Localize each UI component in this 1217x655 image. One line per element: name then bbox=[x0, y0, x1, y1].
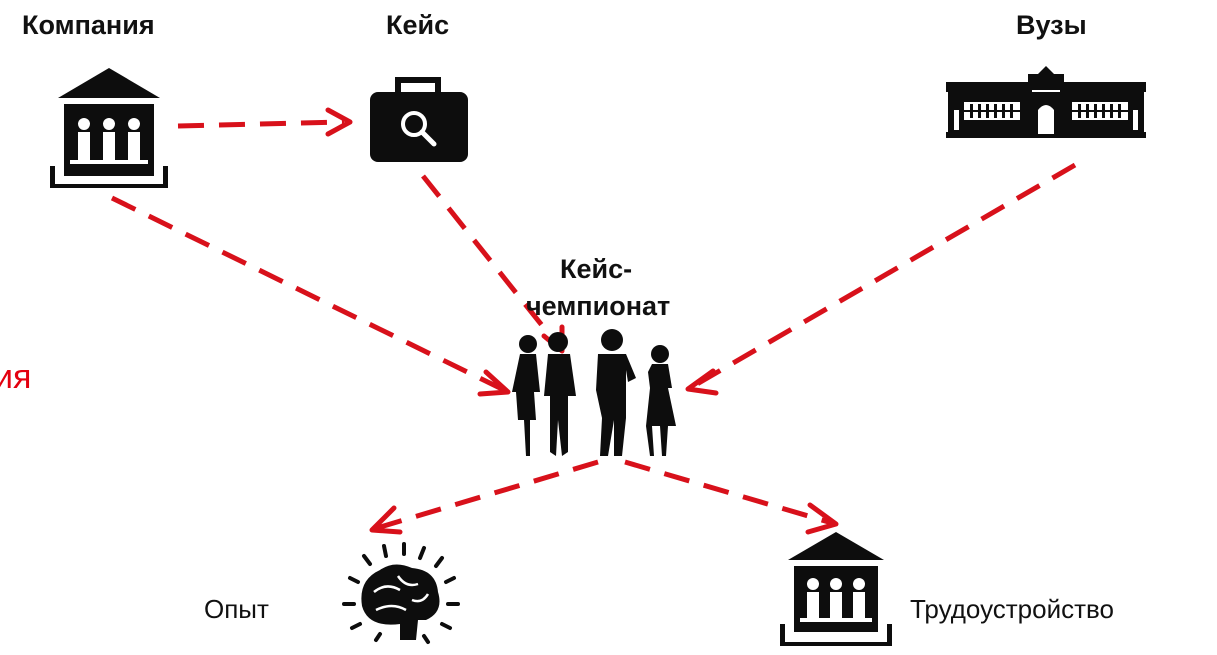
arrow-championship-to-employment bbox=[624, 459, 833, 526]
arrow-case-to-championship bbox=[421, 174, 562, 350]
experience-label: Опыт bbox=[204, 594, 269, 624]
arrowhead-championship-left bbox=[477, 369, 511, 397]
arrowhead-championship-right bbox=[685, 368, 719, 396]
arrow-championship-to-experience bbox=[376, 459, 599, 531]
cut-off-text-fragment: ия bbox=[0, 358, 32, 396]
arrow-company-to-case bbox=[177, 119, 345, 129]
arrowhead-experience bbox=[369, 505, 403, 535]
arrow-company-to-championship bbox=[110, 195, 506, 393]
arrow-universities-to-championship bbox=[688, 162, 1077, 391]
briefcase-magnifier-icon bbox=[370, 77, 468, 162]
people-group-icon bbox=[512, 329, 676, 456]
case-label: Кейс bbox=[386, 10, 450, 40]
company-building-icon bbox=[50, 68, 168, 188]
arrowhead-employment bbox=[805, 502, 839, 535]
arrowhead-case bbox=[325, 107, 353, 137]
company-label: Компания bbox=[22, 10, 155, 40]
employment-building-icon bbox=[780, 532, 892, 646]
universities-label: Вузы bbox=[1016, 10, 1087, 40]
championship-label-line2: чемпионат bbox=[526, 291, 671, 321]
brain-icon bbox=[342, 542, 460, 644]
championship-label-line1: Кейс- bbox=[560, 254, 633, 284]
university-building-icon bbox=[946, 66, 1146, 138]
employment-label: Трудоустройство bbox=[910, 594, 1115, 624]
